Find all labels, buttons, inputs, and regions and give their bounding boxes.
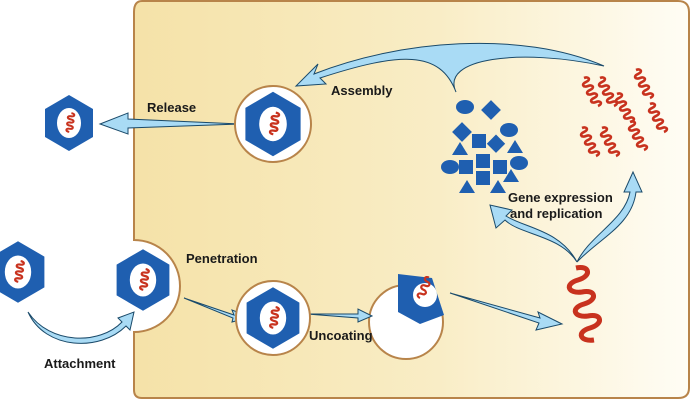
viral-genome: [566, 265, 602, 343]
genome-release-arrow: [449, 292, 564, 331]
released-virion: [44, 94, 94, 152]
label-assembly: Assembly: [331, 83, 393, 98]
label-attachment: Attachment: [44, 356, 116, 371]
penetrating-virion: [115, 248, 171, 312]
assembly-arrow: [294, 42, 605, 93]
release-arrow: [98, 112, 241, 135]
label-release: Release: [147, 100, 196, 115]
gene-expression-arrow-left: [489, 204, 578, 263]
label-uncoating: Uncoating: [309, 328, 373, 343]
label-replication: and replication: [510, 206, 603, 221]
label-gene-expression: Gene expression: [508, 190, 613, 205]
label-penetration: Penetration: [186, 251, 258, 266]
uncoating-arrow: [306, 308, 374, 323]
viral-proteins: [441, 100, 528, 193]
attachment-arrow: [27, 311, 135, 344]
free-virion: [0, 240, 46, 304]
replication-arrow-up: [576, 170, 643, 263]
